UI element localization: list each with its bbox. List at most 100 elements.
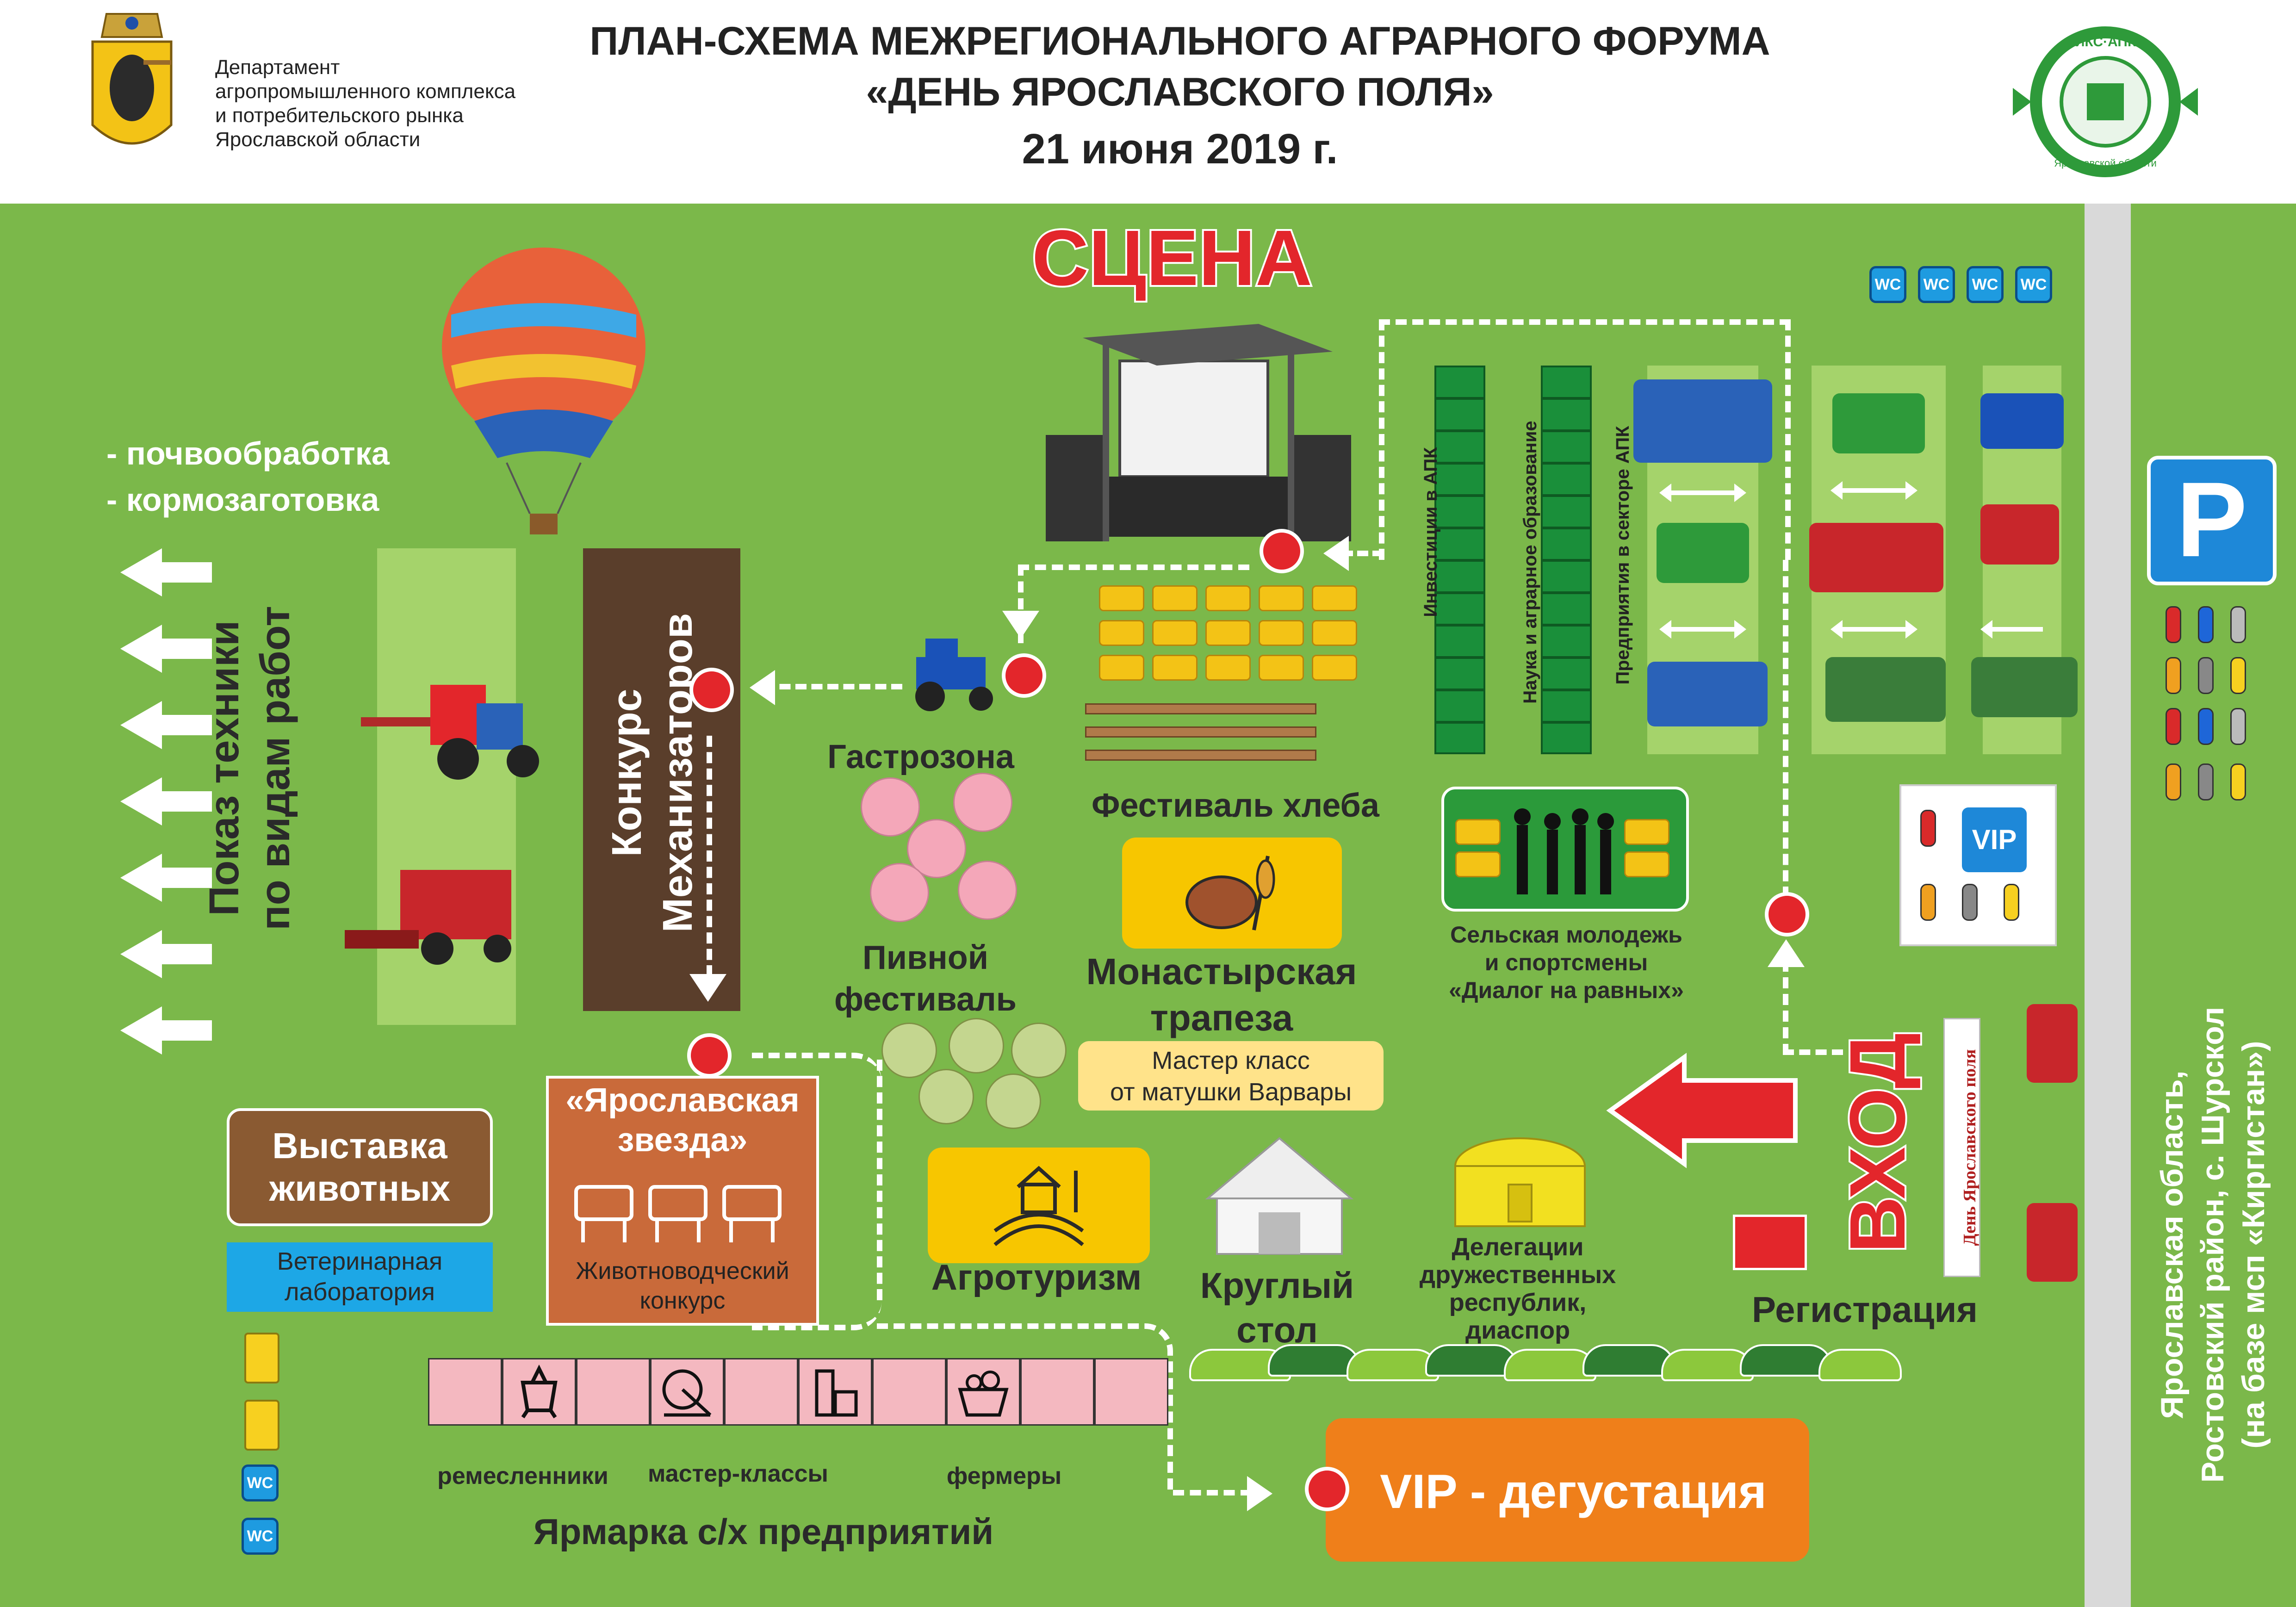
contest-label: Конкурс Механизаторов — [602, 560, 703, 986]
fair-stall — [724, 1358, 798, 1426]
round-table-label: Круглый стол — [1180, 1263, 1374, 1352]
farm-landscape-icon — [993, 1166, 1084, 1247]
tractor-with-mower-icon — [324, 676, 555, 782]
round-table-line: Круглый — [1200, 1265, 1354, 1306]
stage-structure-icon — [1046, 324, 1360, 551]
car-icon — [2166, 657, 2181, 694]
route-point-dot — [1002, 653, 1046, 698]
vip-tasting-label: VIP - дегустация — [1380, 1465, 1767, 1519]
milk-products-icon — [815, 1369, 858, 1417]
parking-sign-icon: P — [2147, 456, 2277, 585]
bush — [1347, 1349, 1439, 1381]
combine-harvester-icon — [345, 861, 539, 967]
hay-bale — [1312, 585, 1357, 611]
blue-tractor-icon — [898, 639, 1004, 713]
demo-activity-item: - кормозаготовка — [106, 482, 379, 518]
left-arrow-icon — [120, 701, 212, 749]
fair-stall-spinning-wheel — [650, 1358, 724, 1426]
department-name: Департамент агропромышленного комплекса … — [215, 56, 585, 152]
route-arrow-icon — [1768, 939, 1805, 967]
hay-bale — [1205, 620, 1251, 646]
baler-icon — [1971, 657, 2078, 717]
trailer-icon — [1633, 379, 1772, 463]
fair-stall — [428, 1358, 502, 1426]
hay-bale — [1205, 655, 1251, 681]
exhibit-row — [1434, 366, 1485, 754]
youth-line: и спортсмены — [1484, 949, 1648, 975]
route-dashed-line — [1342, 551, 1384, 556]
route-dashed-line — [877, 1060, 882, 1300]
youth-line: «Диалог на равных» — [1449, 977, 1684, 1003]
route-dashed-line — [707, 736, 712, 976]
livestock-contest-line: Животноводческий — [576, 1258, 789, 1284]
route-arrow-icon — [1247, 1476, 1272, 1511]
route-dashed-line — [763, 684, 902, 689]
animals-line: животных — [269, 1168, 451, 1209]
double-arrow-icon — [1831, 620, 1917, 639]
address-label: Ярославская область, Ростовский район, с… — [2152, 953, 2274, 1536]
samovar-icon — [521, 1365, 558, 1419]
registration-icon — [1733, 1215, 1807, 1270]
left-arrow-head — [1980, 620, 1992, 639]
address-line: Ростовский район, с. Шурскол — [2195, 1006, 2230, 1483]
bush — [1582, 1344, 1675, 1377]
harvester-icon — [1825, 657, 1946, 722]
youth-area-box — [1441, 787, 1689, 912]
green-tractor-icon — [1832, 393, 1925, 453]
monastery-line: Монастырская — [1086, 951, 1357, 992]
vip-tasting-box — [1326, 1418, 1809, 1562]
department-line: Ярославской области — [215, 128, 421, 151]
department-line: и потребительского рынка — [215, 104, 464, 127]
car-icon — [2004, 884, 2019, 921]
tent-icon — [1205, 1137, 1354, 1255]
beer-table — [881, 1023, 937, 1078]
yurt-icon — [1454, 1137, 1586, 1227]
car-icon — [2230, 763, 2246, 800]
fair-stall — [576, 1358, 650, 1426]
address-line: (на базе мсп «Киргистан») — [2236, 1041, 2271, 1449]
wc-icon: WC — [1869, 266, 1906, 303]
yaroslavl-star-box — [546, 1076, 819, 1326]
demo-show-line: по видам работ — [252, 606, 298, 931]
tractor-icon — [2027, 1203, 2078, 1282]
livestock-contest-line: конкурс — [639, 1287, 726, 1314]
iks-apk-logo-icon: ИКС·АПК Ярославской области — [2013, 26, 2198, 177]
hay-bale — [1259, 585, 1304, 611]
green-tractor-icon — [1657, 523, 1749, 583]
car-icon — [2166, 708, 2181, 745]
left-arrow-icon — [120, 625, 212, 673]
people-silhouettes-icon — [1514, 808, 1614, 894]
route-arrow-icon — [689, 974, 726, 1002]
department-line: агропромышленного комплекса — [215, 80, 516, 103]
bush — [1661, 1349, 1754, 1381]
bench-plank — [1085, 726, 1316, 738]
entrance-label: ВХОД — [1832, 1031, 1924, 1255]
fair-stall-samovar — [502, 1358, 576, 1426]
fair-stall — [872, 1358, 946, 1426]
monastery-line: трапеза — [1150, 997, 1293, 1038]
animals-exhibition-label: Выставка животных — [227, 1124, 493, 1210]
feed-mixer-icon — [1980, 504, 2059, 565]
fair-title: Ярмарка с/х предприятий — [533, 1511, 994, 1552]
double-arrow-icon — [1659, 484, 1746, 502]
vet-line: Ветеринарная — [277, 1247, 443, 1275]
bush — [1818, 1349, 1902, 1381]
masterclass-box: Мастер класс от матушки Варвары — [1078, 1041, 1384, 1111]
route-point-dot — [1765, 892, 1809, 937]
animals-exhibition-box — [227, 1108, 493, 1226]
hay-bale — [1099, 620, 1144, 646]
header: Департамент агропромышленного комплекса … — [0, 0, 2296, 204]
logo-text: ИКС·АПК — [2075, 34, 2136, 50]
title-date: 21 июня 2019 г. — [1022, 125, 1338, 173]
route-point-dot — [1260, 529, 1304, 573]
hot-air-balloon-icon — [442, 248, 645, 534]
demo-show-label: Показ техники по видам работ — [199, 560, 301, 976]
blue-tractor-icon — [1980, 393, 2064, 449]
route-dashed-line — [752, 1053, 881, 1330]
double-arrow-icon — [1831, 481, 1917, 500]
address-line: Ярославская область, — [2154, 1070, 2190, 1419]
wc-icon: WC — [2015, 266, 2052, 303]
car-icon — [2166, 763, 2181, 800]
car-icon — [2230, 657, 2246, 694]
spinning-wheel-icon — [662, 1369, 712, 1417]
